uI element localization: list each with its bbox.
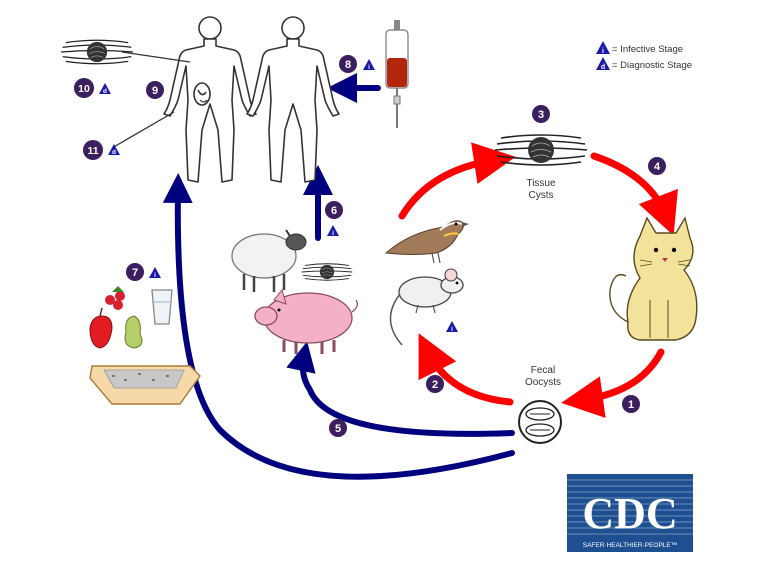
- svg-text:10: 10: [78, 83, 90, 95]
- step-4-marker: 4: [648, 157, 666, 175]
- human-figure-right-icon: [246, 16, 340, 183]
- step-7-marker: 7: [126, 263, 144, 281]
- svg-text:1: 1: [628, 399, 634, 411]
- oocyst-icon: [518, 400, 562, 444]
- step-10-marker: 10: [74, 78, 94, 98]
- svg-text:9: 9: [152, 85, 158, 97]
- svg-text:i: i: [451, 326, 453, 333]
- pig-icon: [254, 288, 358, 354]
- infective-stage-legend-icon: i: [596, 41, 610, 55]
- cdc-logo: CDC SAFER·HEALTHIER·PEOPLE™: [567, 474, 693, 552]
- infective-triangle-step-8: i: [363, 59, 375, 71]
- step-6-marker: 6: [325, 201, 343, 219]
- svg-text:5: 5: [335, 423, 341, 435]
- arrow-birds-to-tissue-cysts: [398, 142, 516, 220]
- svg-text:2: 2: [432, 379, 438, 391]
- svg-text:3: 3: [538, 109, 544, 121]
- tissue-cysts-label-line2: Cysts: [529, 190, 554, 201]
- cat-icon: [609, 216, 698, 341]
- diagnostic-triangle-step-10: d: [99, 83, 111, 95]
- litter-box-icon: [89, 365, 201, 405]
- sheep-icon: [231, 229, 307, 292]
- arrow-tissue-cysts-to-cat: [590, 152, 678, 236]
- svg-text:i: i: [332, 230, 334, 237]
- tissue-cysts-label-line1: Tissue: [526, 178, 556, 189]
- blood-bag-icon: [385, 20, 409, 128]
- cyst-icon-tissue: [494, 134, 588, 166]
- mouse-icon: [389, 268, 464, 346]
- infective-triangle-step-6: i: [327, 225, 339, 237]
- fecal-oocysts-label-line2: Oocysts: [525, 377, 561, 388]
- step-8-marker: 8: [339, 55, 357, 73]
- svg-text:d: d: [103, 88, 107, 95]
- step-1-marker: 1: [622, 395, 640, 413]
- svg-text:7: 7: [132, 267, 138, 279]
- svg-text:i: i: [368, 64, 370, 71]
- legend-diagnostic-label: = Diagnostic Stage: [612, 60, 692, 71]
- fecal-oocysts-label-line1: Fecal: [531, 365, 555, 376]
- step-markers: 1 2 3 4 5 6 7 8 9 10 11: [74, 55, 666, 437]
- svg-text:8: 8: [345, 59, 351, 71]
- blue-arrows: [162, 73, 515, 480]
- arrow-oocysts-to-rodent: [418, 333, 514, 406]
- pointer-line-10: [121, 51, 191, 63]
- cdc-logo-tagline: SAFER·HEALTHIER·PEOPLE™: [583, 542, 678, 549]
- water-glass-icon: [151, 289, 173, 325]
- step-5-marker: 5: [329, 419, 347, 437]
- legend-infective-label: = Infective Stage: [612, 44, 683, 55]
- arrow-oocysts-to-human: [162, 173, 515, 480]
- svg-text:d: d: [112, 149, 116, 156]
- legend-diagnostic-mark: d: [601, 64, 605, 71]
- human-figure-left-icon: [163, 16, 257, 183]
- svg-text:6: 6: [331, 205, 337, 217]
- step-2-marker: 2: [426, 375, 444, 393]
- svg-text:11: 11: [87, 145, 98, 157]
- svg-text:4: 4: [654, 161, 661, 173]
- pointer-line-11: [111, 111, 175, 149]
- step-9-marker: 9: [146, 81, 164, 99]
- infective-triangle-mouse: i: [446, 321, 458, 333]
- cyst-icon-livestock: [301, 263, 353, 281]
- step-3-marker: 3: [532, 105, 550, 123]
- diagnostic-stage-legend-icon: d: [596, 57, 610, 71]
- cdc-logo-text: CDC: [582, 489, 677, 538]
- bird-icon: [384, 220, 469, 264]
- arrow-oocysts-to-livestock: [286, 341, 515, 437]
- fruit-icon: [89, 286, 143, 349]
- svg-text:i: i: [154, 272, 156, 279]
- red-cycle-arrows: [398, 142, 678, 418]
- legend: i = Infective Stage d = Diagnostic Stage: [596, 41, 692, 71]
- infective-triangle-step-7: i: [149, 267, 161, 279]
- arrow-cat-to-fecal-oocysts: [561, 348, 665, 418]
- step-11-marker: 11: [83, 140, 103, 160]
- diagnostic-triangle-step-11: d: [108, 144, 120, 156]
- legend-infective-mark: i: [602, 48, 604, 55]
